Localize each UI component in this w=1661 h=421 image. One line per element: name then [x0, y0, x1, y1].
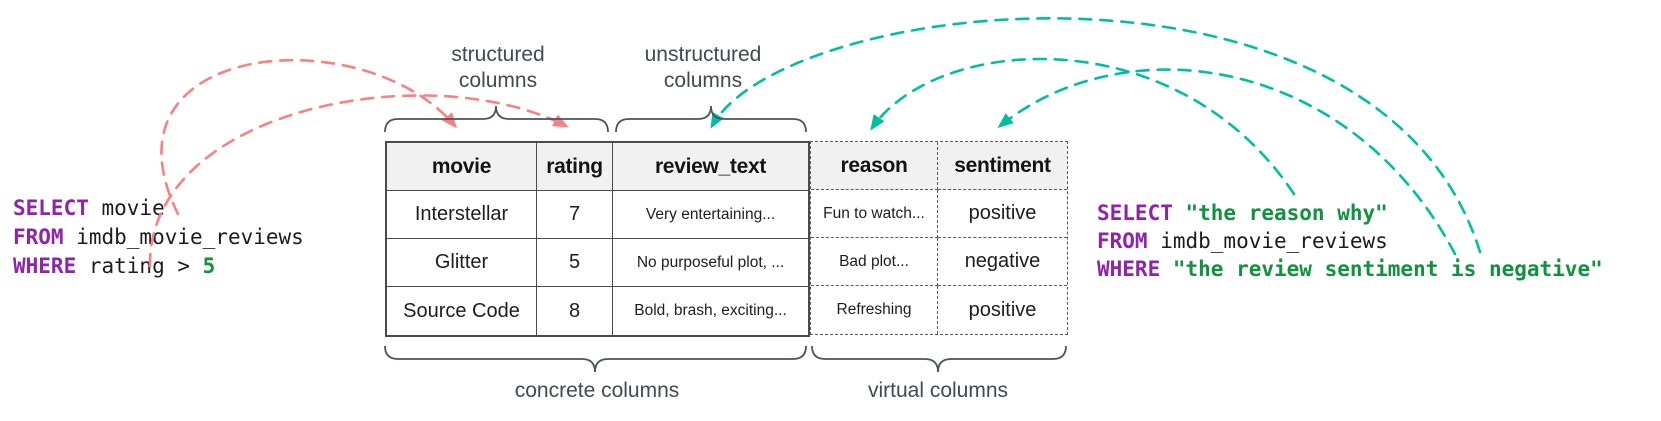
sql-token-kw: FROM [1097, 229, 1148, 253]
sql-line: SELECT "the reason why" [1097, 199, 1603, 227]
sql-line: FROM imdb_movie_reviews [13, 223, 304, 252]
column-header-reason: reason [811, 142, 938, 190]
sql-token-plain: imdb_movie_reviews [1147, 229, 1388, 253]
cell-reason: Refreshing [811, 286, 938, 334]
cell-sentiment: negative [938, 238, 1067, 286]
cell-rating: 7 [537, 191, 613, 239]
cell-movie: Source Code [387, 287, 537, 335]
unstructured-columns-brace [615, 105, 807, 133]
virtual-columns-brace [811, 345, 1067, 373]
structured-columns-label: structured columns [451, 43, 545, 92]
sql-token-kw: SELECT [13, 196, 89, 220]
sql-token-plain: imdb_movie_reviews [63, 225, 304, 249]
column-header-sentiment: sentiment [938, 142, 1067, 190]
sql-token-lit: "the review sentiment is negative" [1160, 257, 1603, 281]
sql-query-semantic: SELECT "the reason why"FROM imdb_movie_r… [1097, 199, 1603, 283]
sql-token-lit: 5 [202, 254, 216, 278]
cell-sentiment: positive [938, 190, 1067, 238]
concrete-columns-brace [384, 345, 807, 373]
column-header-review_text: review_text [613, 143, 808, 191]
cell-review_text: Bold, brash, exciting... [613, 287, 808, 335]
sql-token-lit: "the reason why" [1172, 201, 1388, 225]
sql-token-kw: FROM [13, 225, 64, 249]
cell-review_text: Very entertaining... [613, 191, 808, 239]
cell-review_text: No purposeful plot, ... [613, 239, 808, 287]
cell-rating: 5 [537, 239, 613, 287]
cell-sentiment: positive [938, 286, 1067, 334]
sql-token-plain: rating > [76, 254, 203, 278]
column-header-rating: rating [537, 143, 613, 191]
sql-line: WHERE rating > 5 [13, 252, 304, 281]
sql-token-kw: WHERE [13, 254, 77, 278]
cell-reason: Fun to watch... [811, 190, 938, 238]
sql-token-kw: WHERE [1097, 257, 1161, 281]
sql-token-plain: movie [88, 196, 165, 220]
sql-line: SELECT movie [13, 194, 304, 223]
unstructured-columns-label: unstructured columns [644, 43, 762, 92]
sql-line: FROM imdb_movie_reviews [1097, 227, 1603, 255]
virtual-columns-label: virtual columns [867, 379, 1009, 402]
cell-rating: 8 [537, 287, 613, 335]
concrete-columns-label: concrete columns [514, 379, 680, 402]
structured-columns-brace [384, 105, 609, 133]
column-header-movie: movie [387, 143, 537, 191]
cell-reason: Bad plot... [811, 238, 938, 286]
sql-token-kw: SELECT [1097, 201, 1173, 225]
cell-movie: Glitter [387, 239, 537, 287]
cell-movie: Interstellar [387, 191, 537, 239]
sql-line: WHERE "the review sentiment is negative" [1097, 255, 1603, 283]
